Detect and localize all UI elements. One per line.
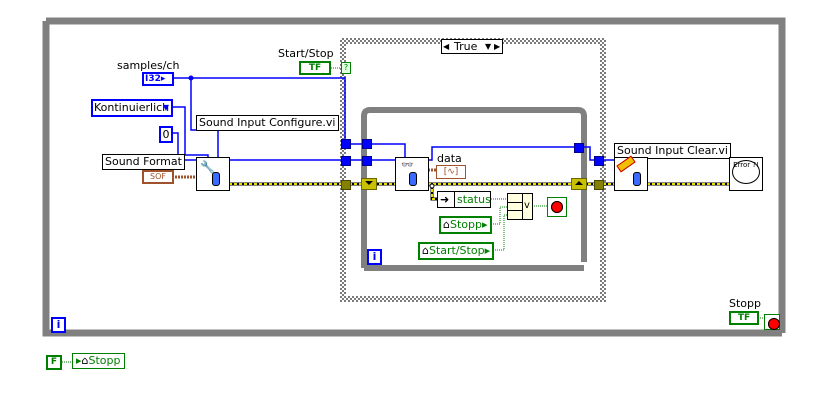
status-unbundle: ➜ status [437,191,491,208]
increment-case-icon[interactable]: ▶ [494,42,501,51]
microphone-icon [212,172,220,186]
shift-register-right [571,178,587,190]
microphone-icon [409,172,417,186]
sound-input-clear-label: Sound Input Clear.vi [614,143,731,159]
tunnel-error-case-in [341,180,351,190]
stopp-local-variable-write[interactable]: ▸⌂Stopp [72,353,125,369]
tunnel-task-loop [362,156,372,166]
case-structure-frame [340,38,606,302]
wrench-icon: 🔧 [200,160,215,174]
sound-input-configure-vi[interactable]: 🔧 [196,157,230,191]
stopp-local-variable-read[interactable]: ⌂Stopp▸ [439,216,492,234]
tunnel-samples-loop [362,139,372,149]
tunnel-task-out-case [594,156,604,166]
inner-while-loop-frame [361,107,587,271]
home-icon: ⌂ [422,244,429,257]
data-label: data [437,152,462,165]
case-selector[interactable]: ◀ True ▼ ▶ [441,39,503,54]
home-icon: ⌂ [443,218,450,231]
data-waveform-indicator[interactable]: [∿] [436,165,466,179]
stopp-label: Stopp [729,297,761,310]
microphone-icon [633,172,641,186]
start-stop-label: Start/Stop [278,47,334,60]
eraser-icon [616,155,636,173]
case-dropdown-icon[interactable]: ▼ [485,42,492,51]
false-constant[interactable]: F [46,355,62,370]
sound-input-read-vi[interactable]: 👓 [395,157,429,191]
dropdown-arrow-icon: ▼ [162,103,169,112]
glasses-icon: 👓 [401,160,414,171]
outer-loop-iteration-terminal: i [51,317,66,333]
speech-bubble-icon: Error ?! [732,160,760,184]
decrement-case-icon[interactable]: ◀ [443,42,450,51]
home-icon: ⌂ [81,354,89,367]
simple-error-handler-vi[interactable]: Error ?! [729,157,763,191]
tunnel-task-out-loop [574,143,584,153]
sample-mode-enum[interactable]: Kontinuierlich ▼ [91,99,173,117]
start-stop-local-variable-read[interactable]: ⌂Start/Stop▸ [418,242,495,260]
stopp-control[interactable]: TF [729,311,759,325]
case-selector-terminal: ? [341,62,351,74]
sound-format-control[interactable]: SOF [142,170,174,184]
tunnel-samples-case [341,139,351,149]
start-stop-control[interactable]: TF [299,61,331,75]
tunnel-task-case [341,156,351,166]
sound-format-label: Sound Format [102,154,185,170]
shift-register-left [361,178,377,190]
sound-input-clear-vi[interactable] [614,155,648,191]
inner-loop-stop-terminal [547,197,567,217]
inner-loop-iteration-terminal: i [367,249,382,265]
device-id-constant[interactable]: 0 [159,126,173,143]
compound-or-function: v [507,193,533,220]
samples-per-channel-label: samples/ch [117,59,180,72]
sound-input-configure-label: Sound Input Configure.vi [196,115,339,131]
tunnel-error-case-out [594,180,604,190]
outer-loop-stop-terminal [764,314,780,330]
outer-while-loop-frame [42,17,786,337]
samples-per-channel-control[interactable]: I32▸ [142,72,174,86]
arrow-right-icon: ➜ [440,193,450,206]
